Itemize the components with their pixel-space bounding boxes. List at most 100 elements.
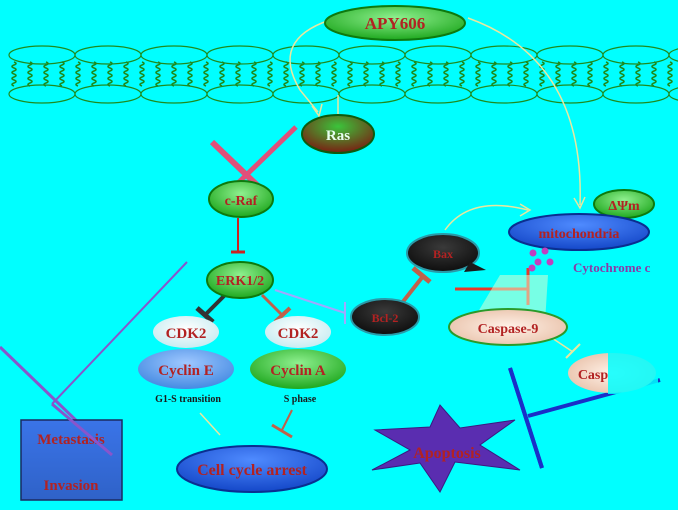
inhibit-bar-arrest [271, 423, 293, 439]
membrane-head-top [470, 45, 538, 65]
cell-cycle-arrest-label: Cell cycle arrest [197, 462, 308, 479]
inhibit-bar-craf [209, 139, 261, 189]
membrane-lipid-tail [619, 61, 625, 87]
cdk2-a-node[interactable]: CDK2 [265, 316, 331, 348]
ras-label: Ras [326, 128, 350, 144]
inhibit-bar-cdk2e [195, 306, 215, 324]
membrane-head-bottom [404, 84, 472, 104]
membrane-lipid-tail [43, 61, 49, 87]
mitochondria-label: mitochondria [539, 227, 620, 242]
caspase9-node[interactable]: Caspase-9 [448, 308, 568, 346]
membrane-head-top [8, 45, 76, 65]
membrane-lipid-tail [235, 61, 241, 87]
metastasis-inhibit-overlay [51, 402, 113, 457]
delta-psi-label: ΔΨm [608, 199, 640, 214]
membrane-head-bottom [272, 84, 340, 104]
membrane-lipid-tail [11, 61, 17, 87]
arrow-bar-caspase3 [565, 343, 581, 359]
cdk2-a-label: CDK2 [278, 326, 319, 342]
membrane-head-top [668, 48, 678, 62]
arrow-apy606-ras [289, 19, 331, 113]
arrow-g1s-arrest [199, 412, 221, 436]
erk-label: ERK1/2 [216, 274, 264, 289]
cyclin-a-label: Cyclin A [270, 363, 326, 379]
membrane-lipid-tail [59, 61, 65, 87]
delta-psi-node[interactable]: ΔΨm [593, 189, 655, 219]
membrane-lipid-tail [427, 61, 433, 87]
membrane-head-bottom [536, 84, 604, 104]
membrane-lipid-tail [603, 61, 609, 87]
g1s-transition-label: G1-S transition [155, 394, 221, 405]
arrow-head-bax-mito [519, 203, 532, 217]
membrane-lipid-tail [299, 61, 305, 87]
membrane-head-top [206, 45, 274, 65]
cell-membrane [8, 45, 678, 104]
caspase9-label: Caspase-9 [478, 322, 539, 337]
membrane-head-top [272, 45, 340, 65]
cytochrome-c-dots [528, 247, 554, 272]
membrane-lipid-tail [91, 61, 97, 87]
membrane-lipid-tail [139, 61, 145, 87]
craf-node[interactable]: c-Raf [208, 180, 274, 218]
membrane-head-top [602, 45, 670, 65]
bax-node[interactable]: Bax [406, 233, 486, 273]
membrane-lipid-tail [283, 61, 289, 87]
metastasis-invasion-box[interactable]: Metastasis Invasion [20, 419, 123, 501]
cell-cycle-arrest-node[interactable]: Cell cycle arrest [176, 445, 328, 493]
caspase3-label: Casp [578, 368, 609, 383]
bax-label: Bax [433, 247, 453, 261]
arrow-apy606-mitochondria [467, 17, 581, 206]
membrane-lipid-tail [363, 61, 369, 87]
inhibit-erk-bcl2 [274, 289, 346, 314]
membrane-head-bottom [470, 84, 538, 104]
ras-node[interactable]: Ras [301, 114, 375, 154]
mitochondria-node[interactable]: mitochondria [508, 213, 650, 251]
membrane-lipid-tail [443, 61, 449, 87]
membrane-lipid-tail [635, 61, 641, 87]
membrane-lipid-tail [267, 61, 273, 87]
inhibit-erk-cdk2e [203, 293, 227, 317]
membrane-head-bottom [206, 84, 274, 104]
membrane-head-bottom [140, 84, 208, 104]
membrane-head-bottom [8, 84, 76, 104]
cytochrome-c-label: Cytochrome c [573, 260, 651, 275]
membrane-lipid-tail [251, 61, 257, 87]
membrane-head-top [140, 45, 208, 65]
apy606-node[interactable]: APY606 [324, 5, 466, 41]
membrane-lipid-tail [379, 61, 385, 87]
s-phase-label: S phase [284, 394, 317, 405]
membrane-lipid-tail [187, 61, 193, 87]
membrane-lipid-tail [651, 61, 657, 87]
bcl2-label: Bcl-2 [372, 311, 399, 325]
caspase3-node[interactable]: Casp [568, 352, 658, 394]
erk-node[interactable]: ERK1/2 [206, 261, 274, 299]
membrane-lipid-tail [331, 61, 337, 87]
apoptosis-node[interactable]: Apoptosis [371, 404, 521, 493]
membrane-head-bottom [668, 87, 678, 101]
cyclin-e-node[interactable]: Cyclin E [138, 349, 234, 389]
membrane-lipid-tail [395, 61, 401, 87]
membrane-head-top [338, 45, 406, 65]
inhibit-sphase-arrest [281, 409, 293, 431]
membrane-lipid-tail [123, 61, 129, 87]
invasion-label: Invasion [43, 478, 99, 494]
cyclin-e-label: Cyclin E [158, 363, 213, 379]
membrane-head-bottom [338, 84, 406, 104]
membrane-lipid-tail [315, 61, 321, 87]
cyclin-a-node[interactable]: Cyclin A [250, 349, 346, 389]
apoptosis-label: Apoptosis [413, 445, 481, 462]
inhibit-bar-bax [411, 266, 432, 284]
membrane-lipid-tail [75, 61, 81, 87]
arrow-head-apy606-mito [573, 196, 586, 210]
membrane-lipid-tail [107, 61, 113, 87]
membrane-lipid-tail [27, 61, 33, 87]
cdk2-e-node[interactable]: CDK2 [153, 316, 219, 348]
membrane-lipid-tail [667, 61, 673, 87]
membrane-head-top [74, 45, 142, 65]
apoptosis-inhibit-overlay [508, 367, 544, 469]
membrane-lipid-tail [587, 61, 593, 87]
bcl2-node[interactable]: Bcl-2 [350, 298, 420, 336]
membrane-lipid-tail [459, 61, 465, 87]
cdk2-e-label: CDK2 [166, 326, 207, 342]
